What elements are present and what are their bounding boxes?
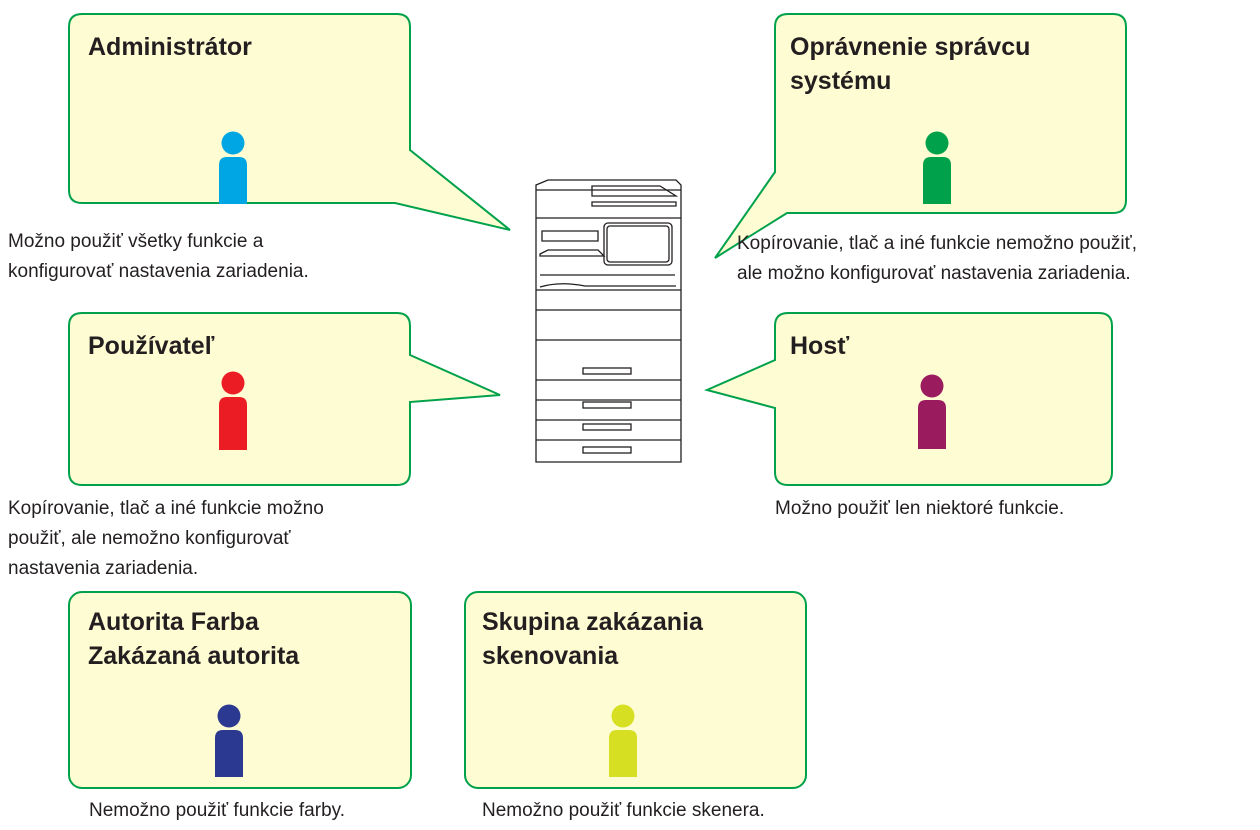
sysadmin-title-line: systému <box>790 67 892 95</box>
sysadmin-title: Oprávnenie správcu systému <box>790 30 1030 98</box>
sysadmin-description-line: Kopírovanie, tlač a iné funkcie nemožno … <box>737 233 1138 254</box>
user-description-line: nastavenia zariadenia. <box>8 558 199 579</box>
color-prohibited-title-line: Autorita Farba <box>88 608 259 636</box>
admin-description-line: Možno použiť všetky funkcie a <box>8 231 264 252</box>
sysadmin-title-line: Oprávnenie správcu <box>790 33 1031 61</box>
sysadmin-person-icon <box>923 131 951 204</box>
sysadmin-description-line: ale možno konfigurovať nastavenia zariad… <box>737 263 1131 284</box>
scan-prohibited-title: Skupina zakázania skenovania <box>482 605 703 673</box>
user-title: Používateľ <box>88 329 214 363</box>
user-bubble <box>68 312 501 486</box>
color-prohibited-title: Autorita Farba Zakázaná autorita <box>88 605 299 673</box>
sysadmin-bubble <box>714 13 1127 259</box>
sysadmin-description: Kopírovanie, tlač a iné funkcie nemožno … <box>737 229 1137 289</box>
scan-prohibited-bubble <box>464 591 807 789</box>
guest-bubble <box>703 312 1113 486</box>
color-prohibited-bubble <box>68 591 412 789</box>
color-prohibited-description-line: Nemožno použiť funkcie farby. <box>89 800 346 821</box>
scan-prohibited-title-line: skenovania <box>482 642 619 670</box>
scan-prohibited-description: Nemožno použiť funkcie skenera. <box>482 796 765 826</box>
guest-title-line: Hosť <box>790 332 850 360</box>
user-description-line: Kopírovanie, tlač a iné funkcie možno <box>8 498 324 519</box>
color-prohibited-person-icon <box>215 704 243 777</box>
color-prohibited-description: Nemožno použiť funkcie farby. <box>89 796 345 826</box>
guest-person-icon <box>918 374 946 449</box>
user-description-line: použiť, ale nemožno konfigurovať <box>8 528 291 549</box>
admin-title-line: Administrátor <box>88 33 252 61</box>
scan-prohibited-description-line: Nemožno použiť funkcie skenera. <box>482 800 765 821</box>
admin-person-icon <box>219 131 247 204</box>
scan-prohibited-person-icon <box>609 704 637 777</box>
admin-description: Možno použiť všetky funkcie a konfigurov… <box>8 227 309 287</box>
admin-bubble <box>68 13 511 231</box>
guest-description: Možno použiť len niektoré funkcie. <box>775 494 1064 524</box>
admin-description-line: konfigurovať nastavenia zariadenia. <box>8 261 309 282</box>
user-description: Kopírovanie, tlač a iné funkcie možno po… <box>8 494 324 584</box>
scan-prohibited-title-line: Skupina zakázania <box>482 608 703 636</box>
admin-title: Administrátor <box>88 30 252 64</box>
user-person-icon <box>219 371 247 450</box>
color-prohibited-title-line: Zakázaná autorita <box>88 642 300 670</box>
guest-title: Hosť <box>790 329 849 363</box>
user-title-line: Používateľ <box>88 332 215 360</box>
guest-description-line: Možno použiť len niektoré funkcie. <box>775 498 1065 519</box>
printer-icon <box>535 179 682 463</box>
